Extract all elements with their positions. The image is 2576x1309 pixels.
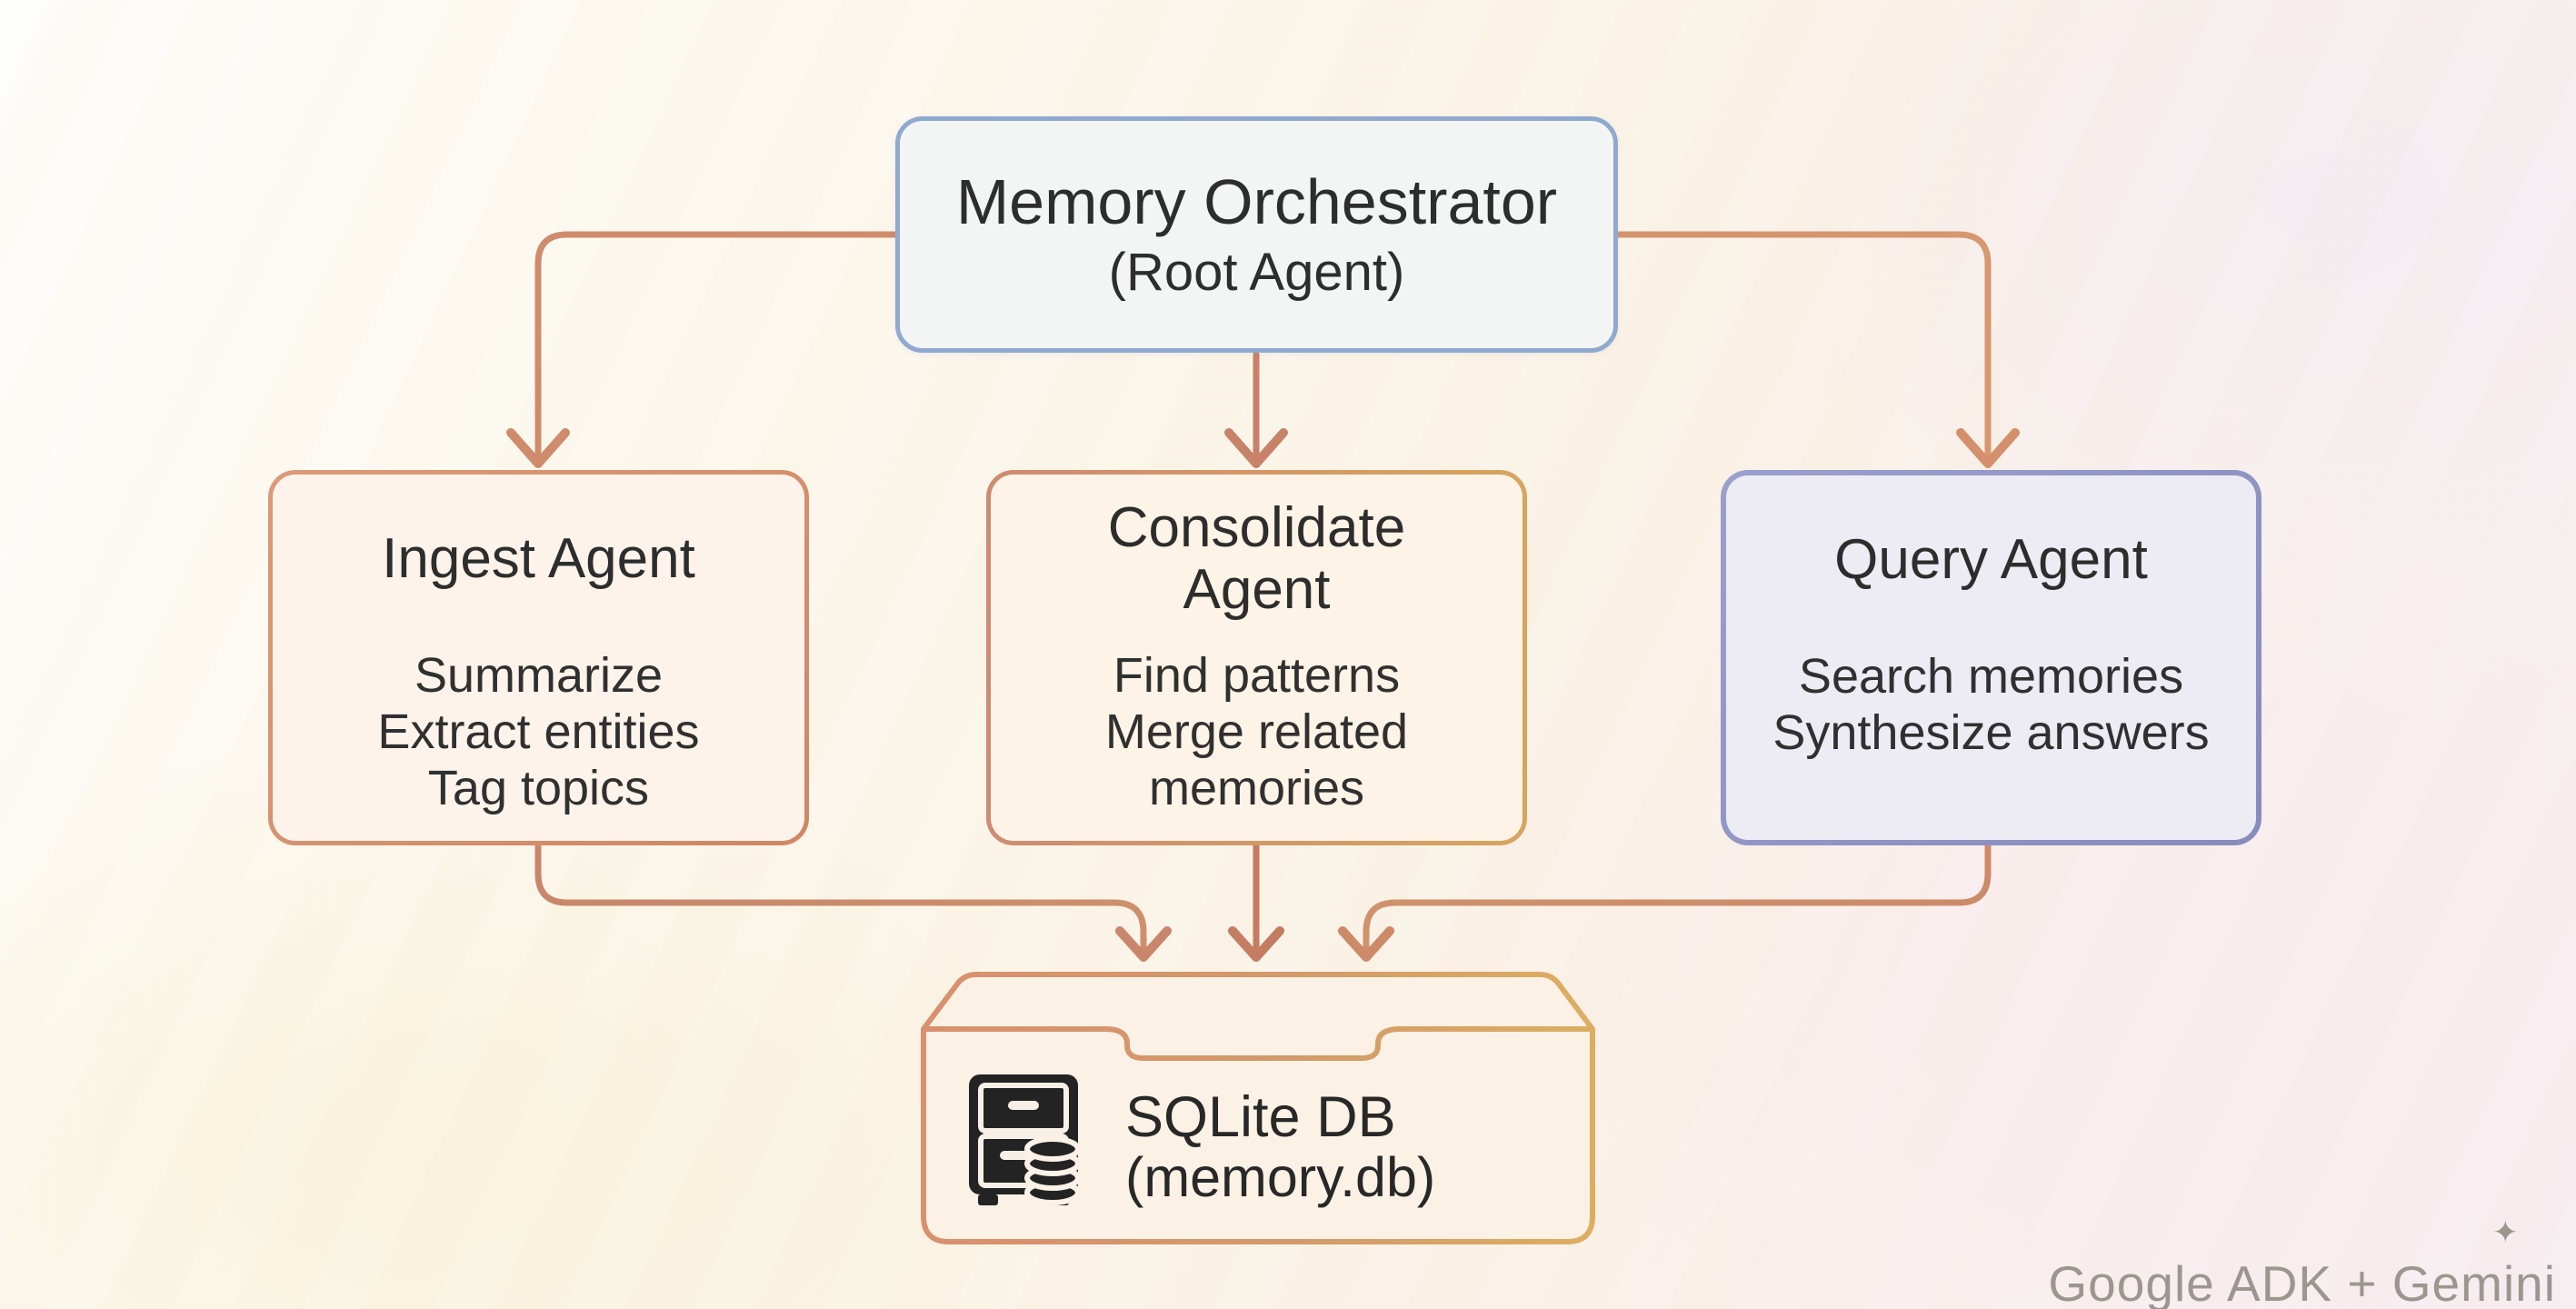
node-consolidate-agent: Consolidate Agent Find patterns Merge re… (986, 470, 1527, 845)
database-cylinder-icon (1024, 1136, 1081, 1205)
watermark-google-adk-gemini: Google ADK + Gemini (2048, 1255, 2556, 1309)
arrow-consolidate-to-db (1228, 842, 1284, 962)
filing-cabinet-database-icon (962, 1071, 1089, 1207)
db-title: SQLite DB (1125, 1085, 1396, 1149)
arrow-root-to-query (1614, 231, 2020, 468)
sqlite-db-label: SQLite DB (memory.db) (1125, 1087, 1435, 1207)
node-memory-orchestrator: Memory Orchestrator (Root Agent) (895, 116, 1618, 353)
arrow-root-to-consolidate (1224, 351, 1288, 468)
task-item: Synthesize answers (1772, 705, 2210, 760)
task-item: Find patterns (1113, 648, 1401, 703)
ingest-agent-title: Ingest Agent (382, 527, 695, 590)
arrow-query-to-db (1338, 842, 1992, 962)
consolidate-agent-title: Consolidate Agent (1107, 496, 1406, 621)
task-item: Extract entities (377, 704, 700, 759)
task-item: Summarize (414, 648, 664, 703)
task-item: Tag topics (427, 761, 650, 815)
task-item: Merge related memories (1104, 704, 1409, 815)
query-agent-tasks: Search memories Synthesize answers (1755, 648, 2228, 761)
arrow-root-to-ingest (506, 231, 899, 468)
node-query-agent: Query Agent Search memories Synthesize a… (1721, 470, 2261, 845)
consolidate-agent-tasks: Find patterns Merge related memories (1021, 647, 1493, 816)
task-item: Search memories (1798, 649, 2184, 704)
gemini-sparkle-icon: ✦ (2492, 1215, 2519, 1250)
root-node-subtitle: (Root Agent) (1108, 243, 1405, 302)
query-agent-title: Query Agent (1834, 528, 2148, 591)
root-node-title: Memory Orchestrator (955, 166, 1558, 237)
db-filename: (memory.db) (1125, 1146, 1436, 1208)
arrow-ingest-to-db (534, 842, 1172, 962)
sqlite-db-container (921, 972, 1595, 1244)
ingest-agent-tasks: Summarize Extract entities Tag topics (303, 647, 775, 816)
node-ingest-agent: Ingest Agent Summarize Extract entities … (268, 470, 809, 845)
